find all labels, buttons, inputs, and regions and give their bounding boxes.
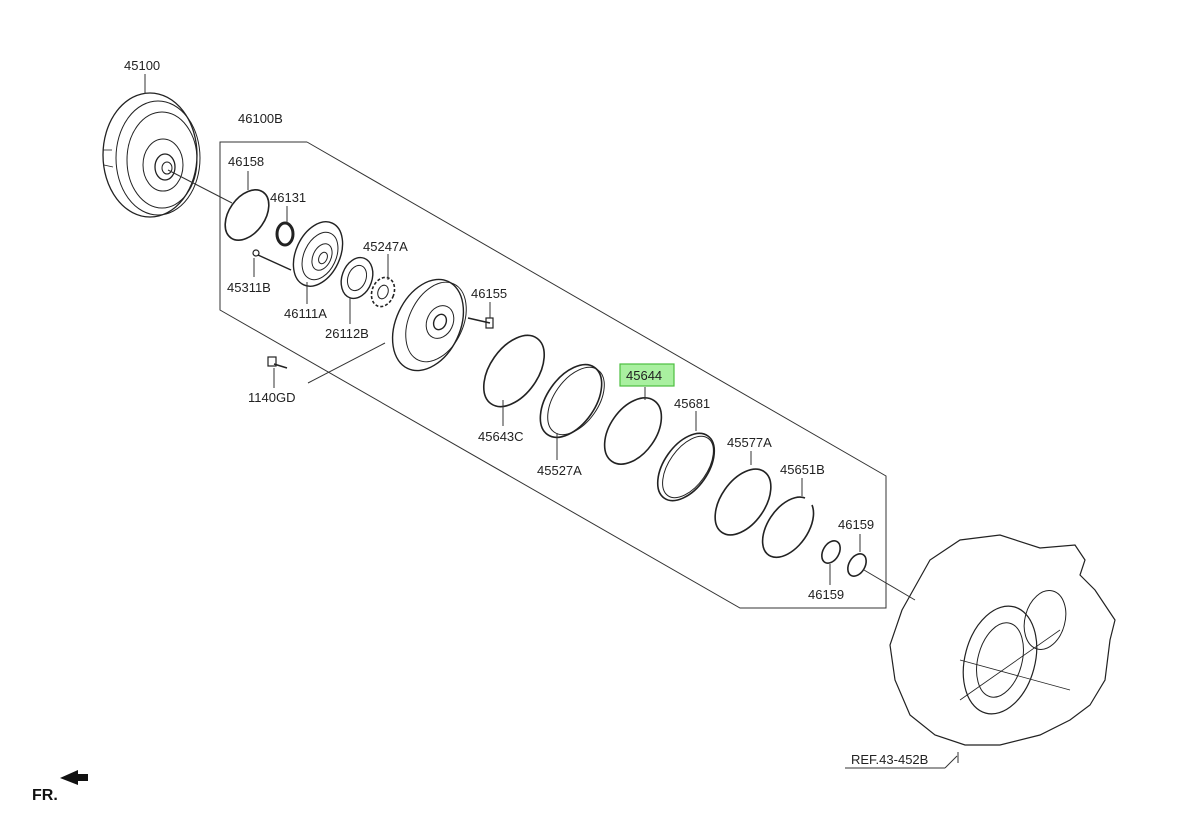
bolt-46155-part[interactable] xyxy=(467,317,494,329)
label-45100[interactable]: 45100 xyxy=(124,58,160,73)
label-46159-bottom[interactable]: 46159 xyxy=(808,587,844,602)
snap-ring-45651B-part[interactable] xyxy=(761,496,815,559)
seal-ring-46159b-part[interactable] xyxy=(844,551,870,580)
outer-gear-26112B-part[interactable] xyxy=(336,253,379,303)
label-46100B[interactable]: 46100B xyxy=(238,111,283,126)
seal-46131-part[interactable] xyxy=(275,221,295,247)
label-45681[interactable]: 45681 xyxy=(674,396,710,411)
label-46159-top[interactable]: 46159 xyxy=(838,517,874,532)
pump-cover-46111A-part[interactable] xyxy=(284,214,353,294)
assembly-boundary xyxy=(219,141,887,609)
label-45527A[interactable]: 45527A xyxy=(537,463,582,478)
label-45311B[interactable]: 45311B xyxy=(227,280,271,295)
label-45643C[interactable]: 45643C xyxy=(478,429,524,444)
ring-45643C-part[interactable] xyxy=(471,324,556,417)
ring-45577A-part[interactable] xyxy=(704,459,782,545)
drum-45527A-part[interactable] xyxy=(528,354,616,449)
label-45247A[interactable]: 45247A xyxy=(363,239,408,254)
front-label: FR. xyxy=(32,787,58,804)
seal-ring-46159-part[interactable] xyxy=(818,538,844,567)
label-45644[interactable]: 45644 xyxy=(626,368,662,383)
label-45651B[interactable]: 45651B xyxy=(780,462,825,477)
pump-housing-part[interactable] xyxy=(379,268,479,382)
front-arrow-icon xyxy=(60,770,88,785)
label-46158[interactable]: 46158 xyxy=(228,154,264,169)
torque-converter-part[interactable] xyxy=(102,92,201,218)
label-1140GD[interactable]: 1140GD xyxy=(248,390,295,405)
label-46111A[interactable]: 46111A xyxy=(284,306,327,321)
ring-45644-part[interactable] xyxy=(593,387,673,474)
o-ring-46158-part[interactable] xyxy=(216,182,278,249)
label-45577A[interactable]: 45577A xyxy=(727,435,772,450)
label-46131[interactable]: 46131 xyxy=(270,190,306,205)
bolt-1140GD-part[interactable] xyxy=(267,356,288,369)
front-direction-indicator: FR. xyxy=(32,770,88,804)
label-ref[interactable]: REF.43-452B xyxy=(851,752,928,767)
transmission-case-part[interactable] xyxy=(889,534,1116,746)
highlight-box-45644 xyxy=(619,363,675,387)
bolt-45311B-part[interactable] xyxy=(252,249,292,271)
ring-45681-part[interactable] xyxy=(646,423,726,510)
label-26112B[interactable]: 26112B xyxy=(325,326,369,341)
label-46155[interactable]: 46155 xyxy=(471,286,507,301)
